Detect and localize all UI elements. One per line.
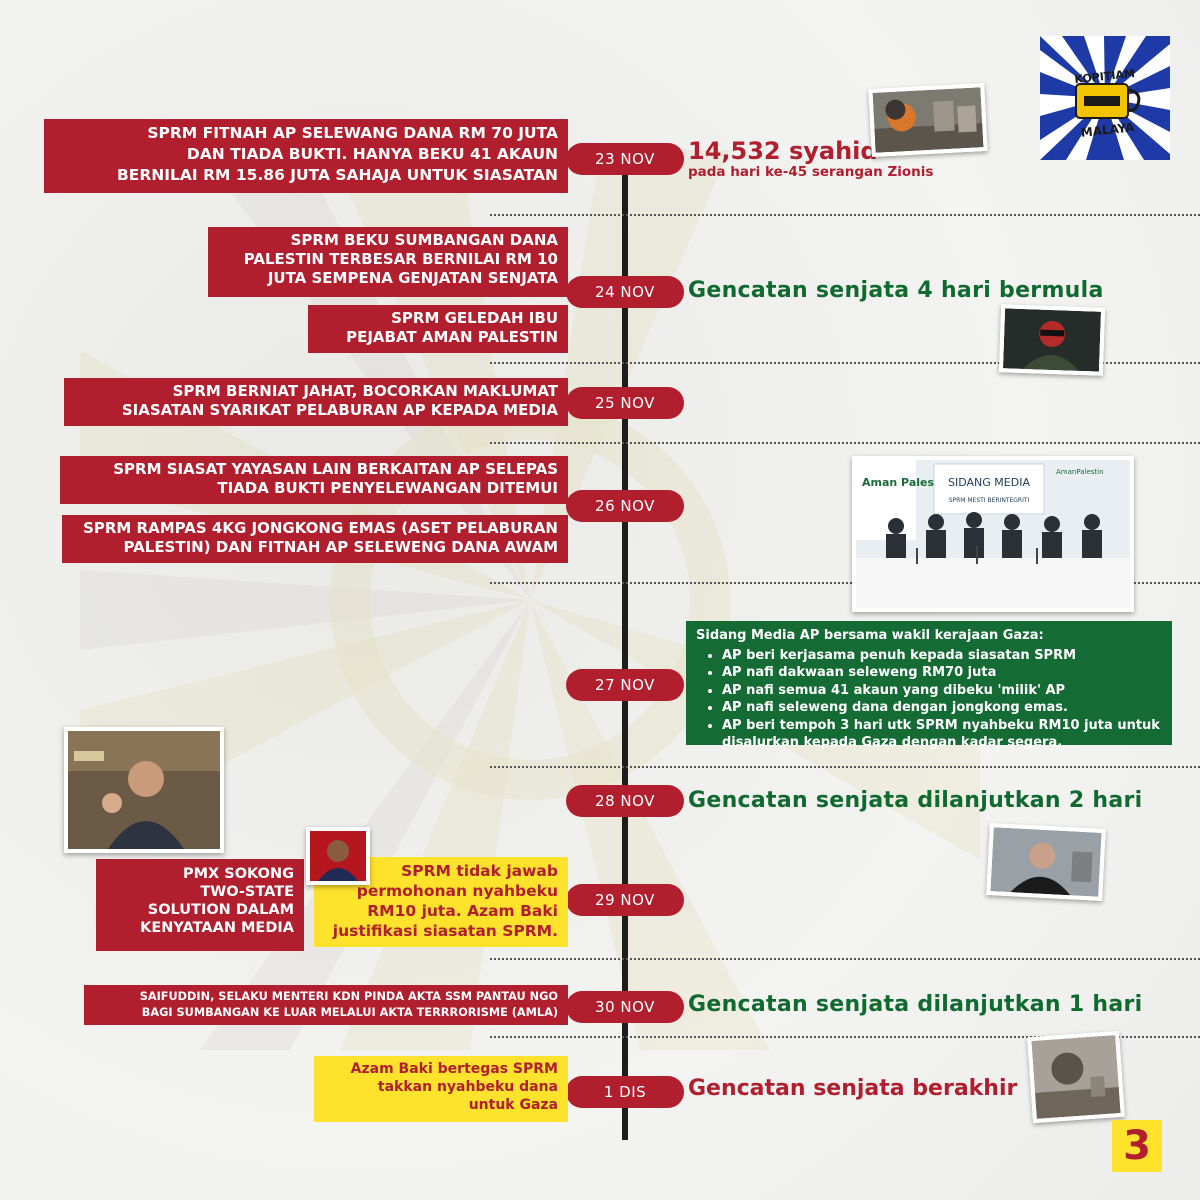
event-line: PMX SOKONG (182, 866, 294, 882)
kopitiam-malaya-logo: KOPITIAM MALAYA (1040, 36, 1170, 160)
list-item: AP beri kerjasama penuh kepada siasatan … (722, 647, 1162, 665)
banner-title-text: SIDANG MEDIA (948, 476, 1030, 489)
event-line: justifikasi siasatan SPRM. (332, 922, 558, 941)
event-line: SAIFUDDIN, SELAKU MENTERI KDN PINDA AKTA… (139, 990, 558, 1003)
ceasefire-extend-1-text: Gencatan senjata dilanjutkan 1 hari (688, 992, 1143, 1017)
official-portrait-image (310, 831, 366, 881)
event-line: PALESTIN) DAN FITNAH AP SELEWENG DANA AW… (123, 537, 558, 556)
list-item: AP nafi dakwaan seleweng RM70 juta (722, 664, 1162, 682)
event-box-26-nov-gold: SPRM RAMPAS 4KG JONGKONG EMAS (ASET PELA… (62, 515, 568, 563)
banner-sub-text: SPRM MESTI BERINTEGRITI (949, 497, 1030, 504)
banner-right-text: AmanPalestin (1056, 468, 1104, 476)
press-conference-image: Aman Palestin SIDANG MEDIA SPRM MESTI BE… (856, 460, 1130, 608)
logo-text-top: KOPITIAM (1074, 67, 1136, 86)
event-box-29-nov-pmx: PMX SOKONG TWO-STATE SOLUTION DALAM KENY… (96, 859, 304, 951)
death-toll-caption: pada hari ke-45 serangan Zionis (688, 164, 934, 180)
event-line: PALESTIN TERBESAR BERNILAI RM 10 (243, 249, 558, 268)
event-box-24-nov-raid: SPRM GELEDAH IBU PEJABAT AMAN PALESTIN (308, 305, 568, 353)
separator (490, 362, 1200, 364)
photo-parliament (64, 727, 224, 853)
event-box-1-dis: Azam Baki bertegas SPRM takkan nyahbeku … (314, 1056, 568, 1122)
logo-text-bottom: MALAYA (1080, 120, 1136, 140)
event-line: takkan nyahbeku dana (377, 1079, 558, 1096)
event-box-26-nov-probe: SPRM SIASAT YAYASAN LAIN BERKAITAN AP SE… (60, 456, 568, 504)
event-line: SPRM RAMPAS 4KG JONGKONG EMAS (ASET PELA… (83, 519, 558, 537)
separator (490, 582, 1200, 584)
event-box-23-nov: SPRM FITNAH AP SELEWANG DANA RM 70 JUTA … (44, 119, 568, 193)
event-line: RM10 juta. Azam Baki (367, 902, 558, 921)
photo-press-conference: Aman Palestin SIDANG MEDIA SPRM MESTI BE… (852, 456, 1134, 612)
list-item: AP beri tempoh 3 hari utk SPRM nyahbeku … (722, 717, 1162, 752)
event-line: SPRM GELEDAH IBU (391, 309, 558, 327)
separator (490, 766, 1200, 768)
death-toll-headline: 14,532 syahid (688, 137, 878, 165)
photo-airstrike (1027, 1030, 1125, 1124)
ceasefire-end-text: Gencatan senjata berakhir (688, 1076, 1018, 1101)
event-line: SOLUTION DALAM (147, 902, 294, 919)
press-conference-box: Sidang Media AP bersama wakil kerajaan G… (686, 621, 1172, 750)
event-line: SPRM tidak jawab (401, 862, 558, 880)
banner-left-text: Aman Palestin (862, 476, 951, 489)
photo-gaza-bombing (868, 83, 988, 157)
press-conference-list: AP beri kerjasama penuh kepada siasatan … (696, 647, 1162, 752)
spokesman-image (1002, 308, 1102, 372)
event-line: SIASATAN SYARIKAT PELABURAN AP KEPADA ME… (121, 400, 558, 419)
page-number: 3 (1112, 1120, 1162, 1172)
date-pill-1-dis: 1 DIS (566, 1076, 684, 1108)
separator (490, 442, 1200, 444)
event-line: permohonan nyahbeku (356, 882, 558, 901)
leader-image (990, 827, 1102, 897)
bombing-image (872, 87, 984, 153)
event-line: BERNILAI RM 15.86 JUTA SAHAJA UNTUK SIAS… (116, 165, 558, 184)
photo-spokesman (998, 304, 1106, 376)
event-line: Azam Baki bertegas SPRM (350, 1061, 558, 1077)
event-line: DAN TIADA BUKTI. HANYA BEKU 41 AKAUN (186, 144, 558, 163)
event-line: BAGI SUMBANGAN KE LUAR MELALUI AKTA TERR… (141, 1005, 558, 1019)
date-pill-27-nov: 27 NOV (566, 669, 684, 701)
event-line: SPRM BERNIAT JAHAT, BOCORKAN MAKLUMAT (172, 382, 558, 400)
event-box-30-nov: SAIFUDDIN, SELAKU MENTERI KDN PINDA AKTA… (84, 985, 568, 1025)
event-line: untuk Gaza (468, 1097, 558, 1114)
ceasefire-start-text: Gencatan senjata 4 hari bermula (688, 278, 1104, 303)
event-line: SPRM SIASAT YAYASAN LAIN BERKAITAN AP SE… (113, 460, 558, 478)
separator (490, 214, 1200, 216)
event-box-24-nov-freeze: SPRM BEKU SUMBANGAN DANA PALESTIN TERBES… (208, 227, 568, 297)
event-line: TWO-STATE (200, 884, 294, 901)
event-box-29-nov-sprm: SPRM tidak jawab permohonan nyahbeku RM1… (314, 857, 568, 947)
separator (490, 958, 1200, 960)
press-conference-title: Sidang Media AP bersama wakil kerajaan G… (696, 628, 1044, 643)
list-item: AP nafi semua 41 akaun yang dibeku 'mili… (722, 682, 1162, 700)
airstrike-image (1031, 1035, 1121, 1119)
date-pill-28-nov: 28 NOV (566, 785, 684, 817)
separator (490, 1036, 1200, 1038)
event-line: KENYATAAN MEDIA (140, 920, 294, 937)
date-pill-23-nov: 23 NOV (566, 143, 684, 175)
event-line: SPRM FITNAH AP SELEWANG DANA RM 70 JUTA (147, 124, 558, 142)
event-line: JUTA SEMPENA GENJATAN SENJATA (267, 268, 558, 287)
date-pill-25-nov: 25 NOV (566, 387, 684, 419)
date-pill-24-nov: 24 NOV (566, 276, 684, 308)
event-line: SPRM BEKU SUMBANGAN DANA (290, 231, 558, 249)
parliament-image (68, 731, 220, 849)
event-line: PEJABAT AMAN PALESTIN (346, 327, 558, 346)
event-box-25-nov: SPRM BERNIAT JAHAT, BOCORKAN MAKLUMAT SI… (64, 378, 568, 426)
ceasefire-extend-2-text: Gencatan senjata dilanjutkan 2 hari (688, 788, 1143, 813)
photo-haniyeh (986, 823, 1106, 901)
date-pill-30-nov: 30 NOV (566, 991, 684, 1023)
event-line: TIADA BUKTI PENYELEWANGAN DITEMUI (217, 478, 558, 497)
timeline-axis (622, 160, 628, 1140)
list-item: AP nafi seleweng dana dengan jongkong em… (722, 699, 1162, 717)
photo-azam-baki (306, 827, 370, 885)
date-pill-29-nov: 29 NOV (566, 884, 684, 916)
date-pill-26-nov: 26 NOV (566, 490, 684, 522)
